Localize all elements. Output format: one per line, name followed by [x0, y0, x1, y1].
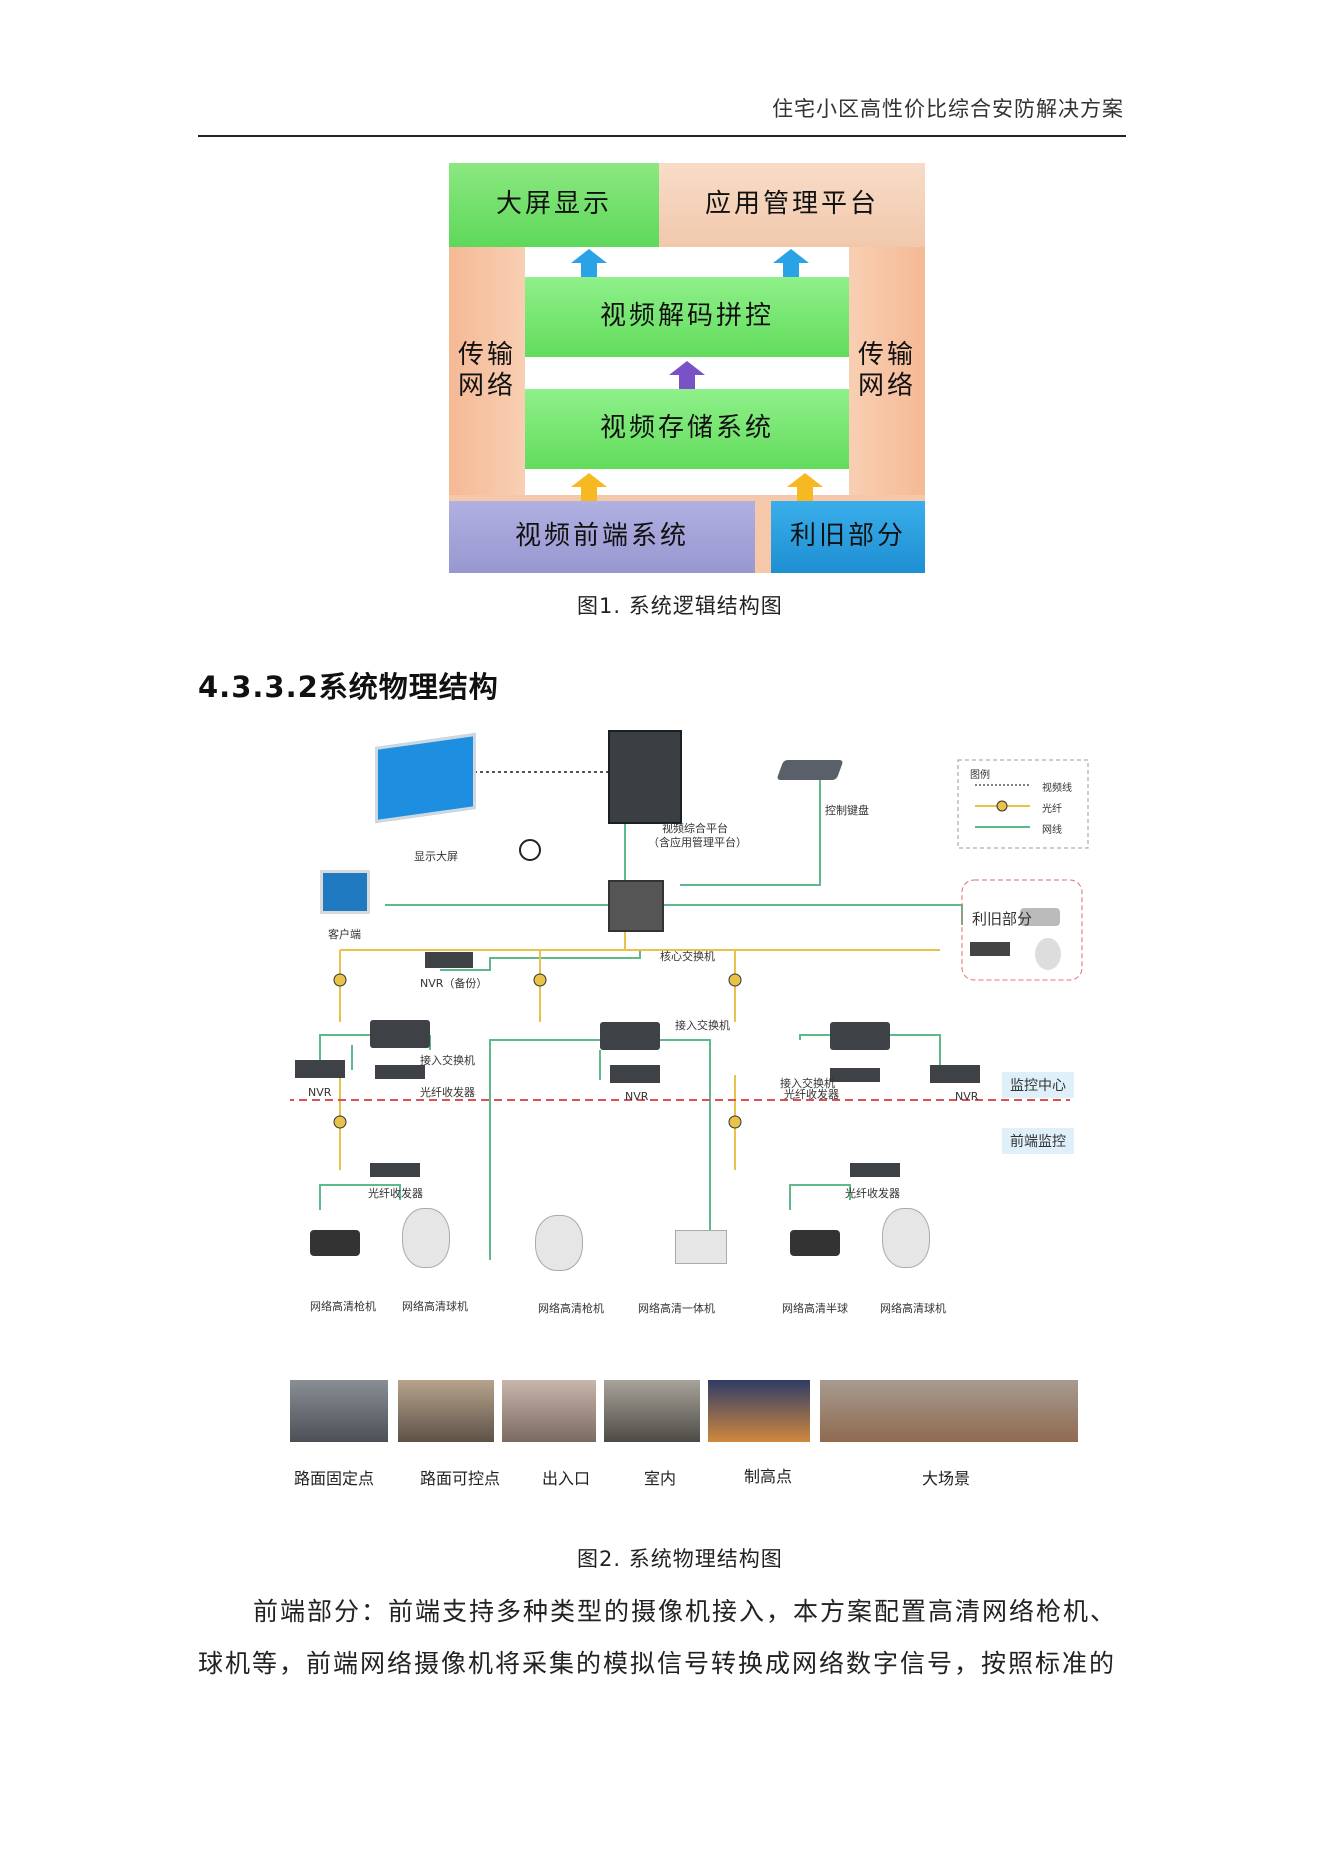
frontend-box-label: 视频前端系统 [514, 521, 689, 552]
scene-label: 路面固定点 [294, 1469, 375, 1488]
fiber-front-right-icon [850, 1163, 900, 1177]
core-switch-icon [608, 880, 664, 932]
nvr-left-label: NVR [308, 1086, 332, 1099]
legacy-dome-icon [1035, 938, 1061, 970]
flow-arrows [571, 249, 823, 501]
display-box-label: 大屏显示 [495, 189, 612, 220]
scene-photo [290, 1380, 388, 1442]
platform-label: 视频综合平台 [662, 822, 728, 835]
legacy-recorder-icon [970, 942, 1010, 956]
dome-camera-icon [402, 1208, 450, 1268]
arrow-up-icon [571, 249, 607, 277]
body-paragraph-line-1: 前端部分：前端支持多种类型的摄像机接入，本方案配置高清网络枪机、 [253, 1597, 1118, 1626]
nvr-right-icon [930, 1065, 980, 1083]
arrow-up-icon [669, 361, 705, 389]
right-network-box: 传输 网络 [849, 247, 925, 495]
scene-label: 室内 [644, 1469, 677, 1488]
dome-camera-icon [882, 1208, 930, 1268]
left-network-label: 传输 网络 [457, 339, 516, 401]
legacy-box: 利旧部分 [771, 501, 925, 573]
nvr-mid-icon [610, 1065, 660, 1083]
camera-label: 网络高清球机 [402, 1300, 468, 1313]
access-switch-right-icon [830, 1022, 890, 1050]
figure2-caption: 图2. 系统物理结构图 [577, 1547, 783, 1571]
right-network-label: 传输 网络 [857, 339, 916, 401]
fiber-front-left-icon [370, 1163, 420, 1177]
videowall-label: 显示大屏 [414, 850, 458, 863]
platform-box: 应用管理平台 [659, 163, 925, 247]
scene-photo [820, 1380, 1078, 1442]
scene-label: 制高点 [744, 1467, 793, 1486]
keyboard-label: 控制键盘 [825, 804, 869, 817]
decode-box-label: 视频解码拼控 [599, 301, 774, 332]
core-switch-label: 核心交换机 [660, 950, 715, 963]
nvr-left-icon [295, 1060, 345, 1078]
client-pc-icon [320, 870, 370, 914]
client-label: 客户端 [328, 928, 361, 941]
arrow-up-icon [787, 473, 823, 501]
left-network-box: 传输 网络 [449, 247, 525, 495]
camera-label: 网络高清球机 [880, 1302, 946, 1315]
arrow-up-icon [571, 473, 607, 501]
half-dome-camera-icon [790, 1230, 840, 1256]
scene-photo [708, 1380, 810, 1442]
scene-photo [604, 1380, 700, 1442]
legacy-box-label: 利旧部分 [789, 521, 906, 552]
scene-label: 路面可控点 [420, 1469, 501, 1488]
front-monitor-label: 前端监控 [1002, 1128, 1074, 1154]
decode-box: 视频解码拼控 [525, 277, 849, 357]
display-box: 大屏显示 [449, 163, 659, 247]
legend-fiber: 光纤 [1042, 804, 1062, 815]
arrow-up-icon [773, 249, 809, 277]
storage-box: 视频存储系统 [525, 389, 849, 469]
access-switch-right-label: 接入交换机 [780, 1077, 835, 1090]
integrated-camera-icon [675, 1230, 727, 1264]
figure1-caption: 图1. 系统逻辑结构图 [577, 594, 783, 618]
body-paragraph-line-2: 球机等，前端网络摄像机将采集的模拟信号转换成网络数字信号，按照标准的 [198, 1649, 1117, 1678]
legacy-camera-icon [1020, 908, 1060, 926]
legend-title: 图例 [970, 770, 990, 781]
platform-server-icon [608, 730, 682, 824]
scene-label: 大场景 [922, 1469, 971, 1488]
dome-camera-icon [535, 1215, 583, 1271]
nvr-backup-icon [425, 952, 473, 968]
access-switch-mid-icon [600, 1022, 660, 1050]
nvr-right-label: NVR [955, 1090, 979, 1103]
nvr-backup-label: NVR（备份） [420, 977, 488, 990]
fiber-left-icon [375, 1065, 425, 1079]
section-heading: 4.3.3.2系统物理结构 [198, 670, 499, 704]
platform-sub-label: （含应用管理平台） [648, 836, 747, 849]
nvr-mid-label: NVR [625, 1090, 649, 1103]
access-switch-left-label: 接入交换机 [420, 1054, 475, 1067]
fiber-front-left-label: 光纤收发器 [368, 1187, 423, 1200]
scene-label: 出入口 [542, 1469, 591, 1488]
fiber-right-icon [830, 1068, 880, 1082]
document-header-title: 住宅小区高性价比综合安防解决方案 [772, 97, 1124, 121]
legend-network: 网线 [1042, 825, 1062, 836]
bullet-camera-icon [310, 1230, 360, 1256]
scene-photo [398, 1380, 494, 1442]
keyboard-icon [776, 760, 844, 780]
access-switch-mid-label: 接入交换机 [675, 1019, 730, 1032]
camera-label: 网络高清半球 [782, 1302, 848, 1315]
frontend-box: 视频前端系统 [449, 501, 755, 573]
fiber-front-right-label: 光纤收发器 [845, 1187, 900, 1200]
camera-label: 网络高清枪机 [310, 1300, 376, 1313]
scene-photo [502, 1380, 596, 1442]
fiber-right-label: 光纤收发器 [784, 1088, 839, 1101]
camera-label: 网络高清一体机 [638, 1302, 715, 1315]
monitor-center-label: 监控中心 [1002, 1072, 1074, 1098]
camera-label: 网络高清枪机 [538, 1302, 604, 1315]
physical-structure-diagram: 显示大屏 视频综合平台 （含应用管理平台） 控制键盘 客户端 核心交换机 NVR… [290, 730, 1090, 1488]
logical-structure-diagram: 大屏显示 应用管理平台 传输 网络 传输 网络 视频解码拼控 视频存储系统 视频… [449, 163, 925, 573]
videowall-icon [375, 732, 476, 824]
platform-box-label: 应用管理平台 [704, 189, 879, 220]
legacy-label: 利旧部分 [972, 910, 1033, 928]
storage-box-label: 视频存储系统 [599, 413, 774, 444]
access-switch-left-icon [370, 1020, 430, 1048]
legend-video: 视频线 [1042, 783, 1072, 794]
header-rule [198, 135, 1126, 137]
fiber-left-label: 光纤收发器 [420, 1086, 475, 1099]
